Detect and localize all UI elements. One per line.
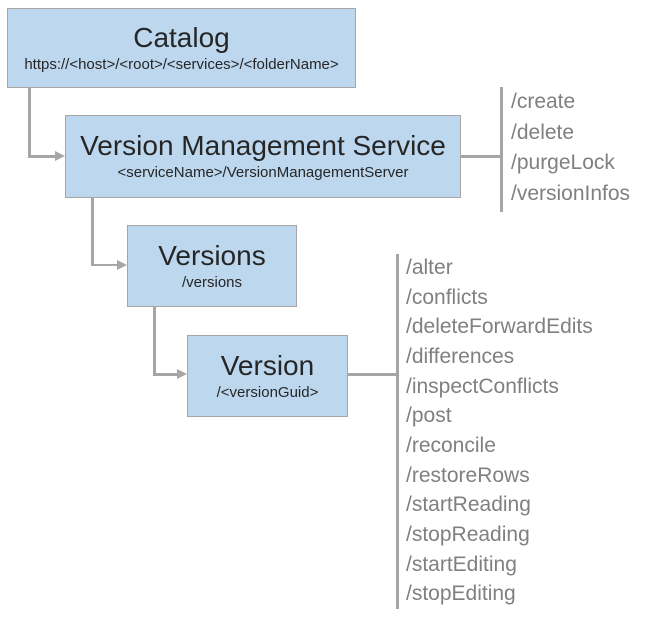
vms-operations-list: /create/delete/purgeLock/versionInfos	[511, 87, 630, 209]
operation-item: /deleteForwardEdits	[406, 315, 593, 339]
connector-catalog-to-vms-vertical	[28, 88, 31, 157]
catalog-node: Catalog https://<host>/<root>/<services>…	[7, 8, 356, 88]
operation-item: /purgeLock	[511, 151, 615, 175]
connector-catalog-to-vms-horizontal	[28, 155, 56, 158]
connector-versions-to-version-vertical	[153, 307, 156, 375]
connector-vms-to-versions-vertical	[91, 198, 94, 265]
connector-vms-to-versions-horizontal	[91, 263, 118, 266]
operation-item: /startEditing	[406, 552, 517, 576]
operation-item: /post	[406, 404, 452, 428]
connector-vms-to-operations	[461, 155, 501, 158]
vms-operations-bracket	[500, 87, 503, 212]
version-node: Version /<versionGuid>	[187, 335, 348, 417]
arrowhead-right-icon	[177, 369, 187, 379]
version-title: Version	[220, 349, 315, 381]
operation-item: /alter	[406, 255, 453, 279]
operation-item: /create	[511, 90, 576, 114]
catalog-title: Catalog	[133, 21, 230, 53]
arrowhead-right-icon	[55, 151, 65, 161]
catalog-url: https://<host>/<root>/<services>/<folder…	[24, 55, 339, 73]
connector-version-to-operations	[348, 373, 397, 376]
vms-title: Version Management Service	[80, 130, 446, 162]
operation-item: /delete	[511, 120, 575, 144]
operation-item: /versionInfos	[511, 181, 631, 205]
version-operations-bracket	[396, 254, 399, 609]
versions-node: Versions /versions	[127, 225, 297, 307]
operation-item: /inspectConflicts	[406, 374, 559, 398]
operation-item: /restoreRows	[406, 463, 530, 487]
arrowhead-right-icon	[117, 259, 127, 270]
operation-item: /startReading	[406, 493, 531, 517]
version-management-service-node: Version Management Service <serviceName>…	[65, 115, 461, 198]
versions-title: Versions	[158, 239, 266, 271]
operation-item: /differences	[406, 344, 515, 368]
operation-item: /reconcile	[406, 433, 496, 457]
vms-url: <serviceName>/VersionManagementServer	[117, 164, 409, 182]
versions-url: /versions	[181, 273, 243, 291]
operation-item: /stopEditing	[406, 582, 516, 606]
version-operations-list: /alter/conflicts/deleteForwardEdits/diff…	[406, 253, 593, 609]
version-url: /<versionGuid>	[216, 383, 319, 401]
operation-item: /conflicts	[406, 285, 488, 309]
operation-item: /stopReading	[406, 523, 530, 547]
connector-versions-to-version-horizontal	[153, 373, 178, 376]
